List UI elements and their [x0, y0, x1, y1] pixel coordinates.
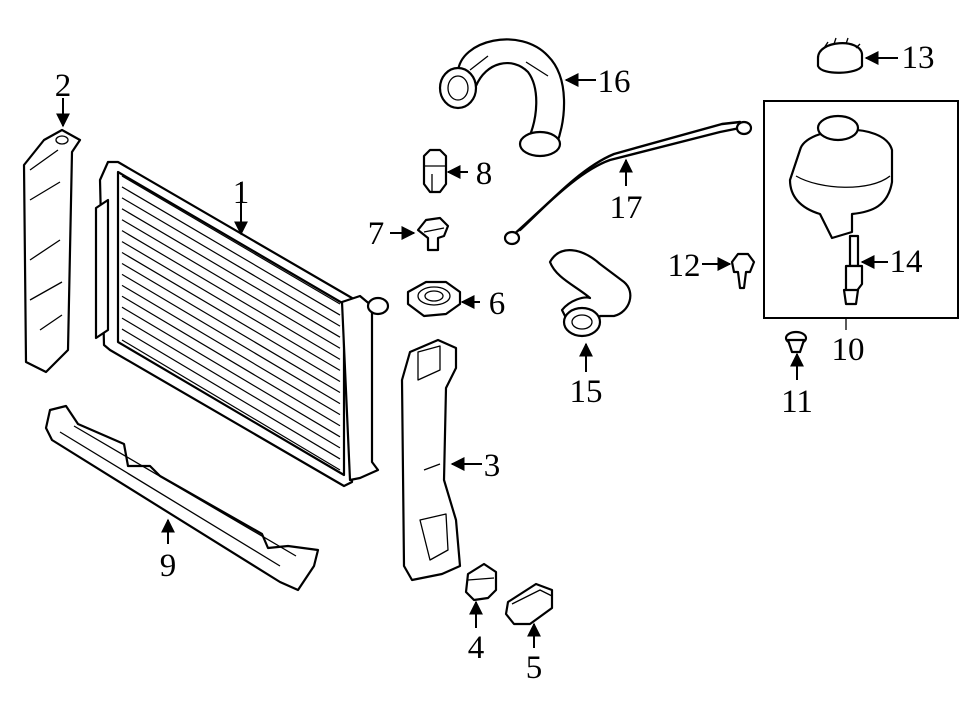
radiator-fin [121, 241, 341, 371]
callout-4: 4 [468, 630, 485, 666]
callout-16: 16 [598, 64, 631, 100]
part-3-right-air-deflector [400, 338, 482, 582]
callout-15: 15 [570, 374, 603, 410]
part-11-grommet [784, 330, 808, 380]
callout-17: 17 [610, 190, 643, 226]
callout-6: 6 [489, 286, 506, 322]
part-1-radiator [94, 160, 390, 488]
radiator-fin [121, 317, 341, 449]
radiator-fin [121, 175, 341, 305]
radiator-fin [121, 295, 341, 427]
radiator-fin [121, 219, 341, 349]
radiator-fin [121, 328, 341, 460]
part-9-lower-air-guide [44, 404, 320, 592]
part-12-bolt [702, 252, 756, 290]
callout-13: 13 [902, 40, 935, 76]
callout-1: 1 [233, 175, 250, 211]
radiator-fin [121, 262, 341, 394]
radiator-fin [121, 306, 341, 438]
radiator-fin [121, 339, 341, 471]
part-15-lower-hose [548, 249, 632, 372]
callout-8: 8 [476, 156, 493, 192]
callout-7: 7 [368, 216, 385, 252]
callout-labels: 1 2 3 4 5 6 7 8 9 10 11 12 13 14 15 16 1… [55, 40, 935, 686]
radiator-fin [121, 252, 341, 382]
callout-11: 11 [781, 384, 813, 420]
callout-14: 14 [890, 244, 923, 280]
callout-5: 5 [526, 650, 543, 686]
part-5-bracket [504, 582, 554, 648]
radiator-fin [121, 284, 341, 416]
part-10-expansion-tank-group [763, 100, 959, 330]
part-17-vent-line [503, 120, 753, 246]
callout-2: 2 [55, 68, 72, 104]
radiator-fin [121, 273, 341, 405]
callout-10: 10 [832, 332, 865, 368]
callout-9: 9 [160, 548, 177, 584]
radiator-fin [121, 197, 341, 327]
radiator-fin [121, 186, 341, 316]
part-8-bolt [422, 148, 468, 194]
callout-3: 3 [484, 448, 501, 484]
callout-12: 12 [668, 248, 701, 284]
part-16-upper-hose [438, 38, 596, 158]
part-4-clip [464, 562, 498, 628]
part-13-cap [816, 37, 898, 74]
part-2-left-air-deflector [22, 98, 82, 374]
radiator-fin [121, 230, 341, 360]
part-7-push-pin [390, 216, 450, 252]
radiator-fin [121, 208, 341, 338]
part-6-radiator-mount [406, 280, 480, 318]
